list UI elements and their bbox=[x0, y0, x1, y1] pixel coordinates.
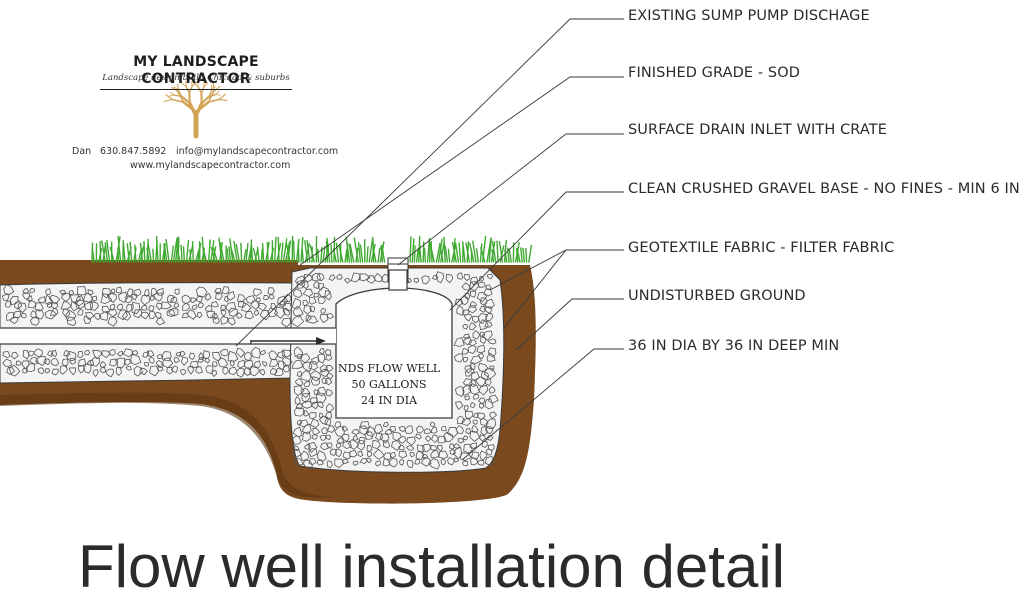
callout-geotextile: GEOTEXTILE FABRIC - FILTER FABRIC bbox=[628, 240, 894, 256]
well-label-model: NDS FLOW WELL bbox=[338, 362, 440, 375]
well-neck bbox=[389, 270, 407, 290]
callout-undisturbed-ground: UNDISTURBED GROUND bbox=[628, 288, 806, 304]
grass-sod bbox=[92, 236, 531, 262]
well-label-capacity: 50 GALLONS bbox=[338, 378, 440, 391]
contact-website: www.mylandscapecontractor.com bbox=[130, 160, 290, 171]
diagram-caption: Flow well installation detail bbox=[78, 534, 785, 600]
company-logo-name: MY LANDSCAPE CONTRACTOR bbox=[100, 54, 292, 90]
callout-sump-discharge: EXISTING SUMP PUMP DISCHAGE bbox=[628, 8, 870, 24]
contact-name: Dan bbox=[72, 146, 91, 157]
contact-email: info@mylandscapecontractor.com bbox=[176, 146, 338, 157]
well-label-diameter: 24 IN DIA bbox=[338, 394, 440, 407]
callout-gravel-base: CLEAN CRUSHED GRAVEL BASE - NO FINES - M… bbox=[628, 181, 1020, 197]
callout-drain-inlet: SURFACE DRAIN INLET WITH CRATE bbox=[628, 122, 887, 138]
callout-finished-grade: FINISHED GRADE - SOD bbox=[628, 65, 800, 81]
callout-dimensions: 36 IN DIA BY 36 IN DEEP MIN bbox=[628, 338, 839, 354]
company-tagline: Landscape design/build Chicago & suburbs bbox=[100, 73, 292, 83]
contact-phone: 630.847.5892 bbox=[100, 146, 166, 157]
